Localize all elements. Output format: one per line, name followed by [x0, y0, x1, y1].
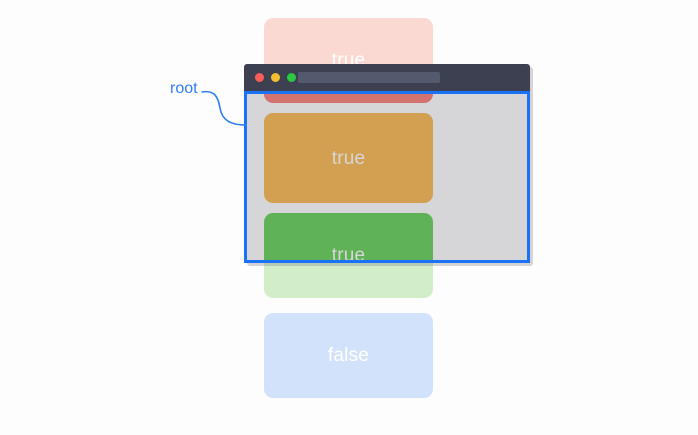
minimize-icon[interactable] — [271, 73, 280, 82]
box-2-intersecting: true — [264, 113, 433, 203]
root-connector-curve — [201, 90, 247, 126]
traffic-lights — [255, 73, 296, 82]
close-icon[interactable] — [255, 73, 264, 82]
box-3-intersecting: true — [264, 213, 433, 261]
root-label: root — [170, 80, 198, 97]
browser-titlebar — [244, 64, 530, 91]
browser-window — [244, 64, 533, 266]
box-4-label: false — [327, 345, 370, 366]
box-3-label: true — [331, 245, 366, 261]
browser-viewport-frame — [244, 91, 530, 263]
viewport-intersection-clip: true true true — [246, 91, 527, 261]
box-2-label: true — [331, 147, 366, 169]
box-4-false: false — [264, 313, 433, 398]
box-column-intersecting: true true true — [264, 91, 433, 261]
box-1-intersecting: true — [264, 91, 433, 103]
address-bar[interactable] — [298, 72, 440, 83]
maximize-icon[interactable] — [287, 73, 296, 82]
